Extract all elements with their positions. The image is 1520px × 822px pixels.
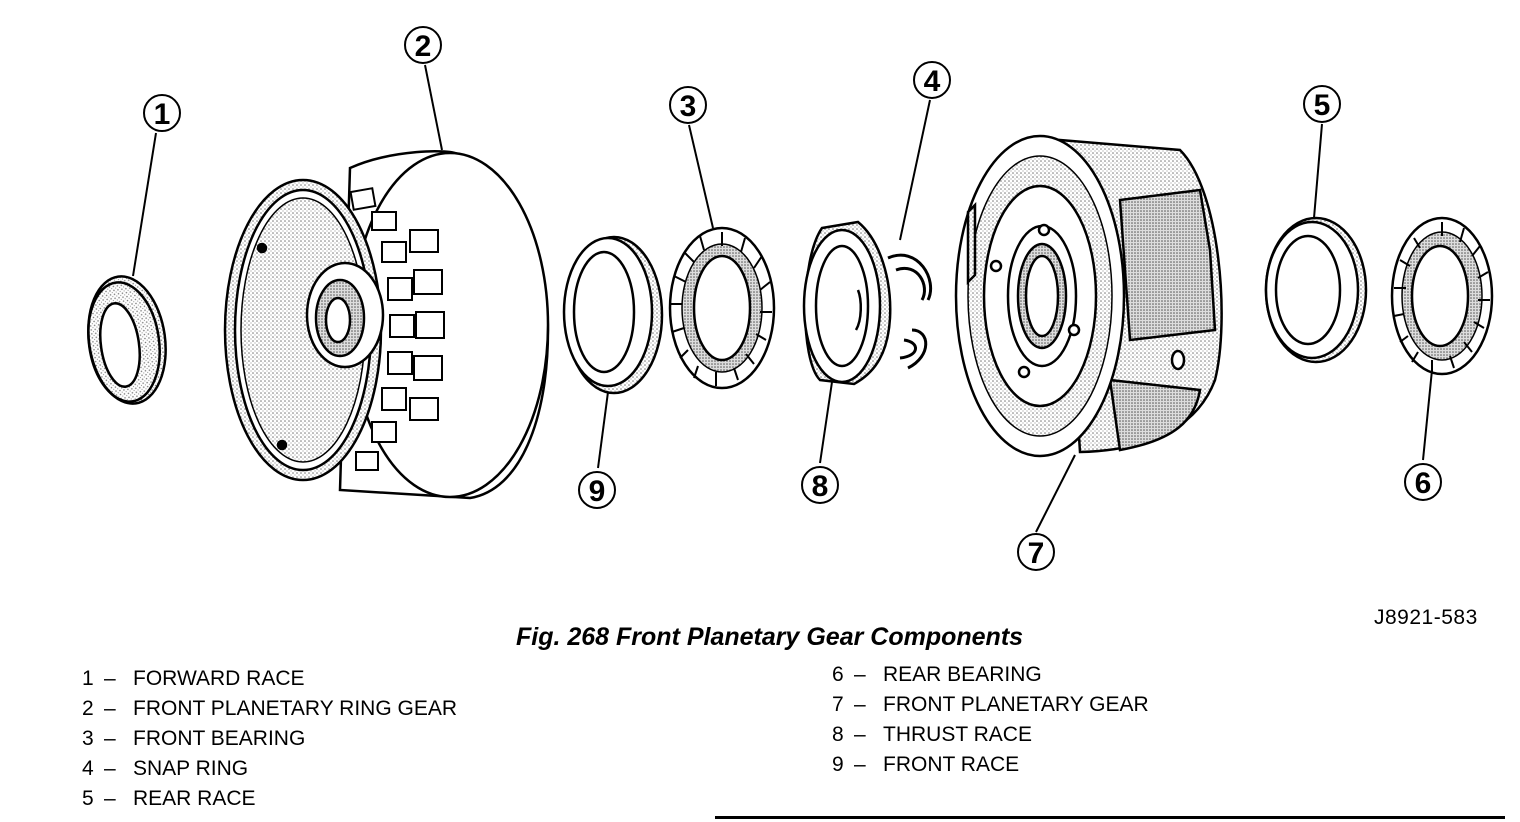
part-forward-race: [87, 275, 167, 405]
callout-1: 1: [143, 94, 181, 132]
callout-2: 2: [404, 26, 442, 64]
legend-item: 7–FRONT PLANETARY GEAR: [832, 690, 1149, 720]
svg-text:5: 5: [1314, 89, 1331, 122]
legend-left-column: 1–FORWARD RACE 2–FRONT PLANETARY RING GE…: [82, 664, 457, 814]
callout-6: 6: [1404, 463, 1442, 501]
callout-5: 5: [1303, 85, 1341, 123]
legend-item: 3–FRONT BEARING: [82, 724, 457, 754]
legend-item: 1–FORWARD RACE: [82, 664, 457, 694]
leader-lines: [132, 64, 1433, 533]
part-front-race: [562, 235, 664, 395]
svg-text:9: 9: [589, 475, 606, 508]
legend-label: FRONT RACE: [883, 753, 1020, 776]
legend-item: 8–THRUST RACE: [832, 720, 1149, 750]
svg-text:8: 8: [812, 470, 829, 503]
callout-4: 4: [913, 61, 951, 99]
part-front-bearing: [668, 226, 776, 390]
bottom-rule: [715, 816, 1505, 819]
part-thrust-race: [802, 220, 892, 386]
callout-9: 9: [578, 471, 616, 509]
legend-item: 6–REAR BEARING: [832, 660, 1149, 690]
legend-item: 9–FRONT RACE: [832, 750, 1149, 780]
legend-right-column: 6–REAR BEARING 7–FRONT PLANETARY GEAR 8–…: [832, 660, 1149, 780]
svg-text:2: 2: [415, 30, 432, 63]
svg-text:3: 3: [680, 90, 697, 123]
part-rear-race: [1264, 216, 1368, 364]
callout-8: 8: [801, 466, 839, 504]
svg-text:1: 1: [154, 98, 171, 131]
part-front-planetary-gear: [954, 134, 1223, 458]
legend-item: 5–REAR RACE: [82, 784, 457, 814]
legend-item: 2–FRONT PLANETARY RING GEAR: [82, 694, 457, 724]
svg-text:4: 4: [924, 65, 941, 98]
legend-label: FORWARD RACE: [133, 667, 305, 690]
svg-text:7: 7: [1028, 537, 1045, 570]
callout-7: 7: [1017, 533, 1055, 571]
figure-id-code: J8921-583: [1374, 606, 1478, 629]
part-rear-bearing: [1390, 216, 1494, 376]
legend-label: REAR RACE: [133, 787, 256, 810]
figure-caption: Fig. 268 Front Planetary Gear Components: [516, 623, 1024, 651]
legend-label: FRONT PLANETARY RING GEAR: [133, 697, 458, 720]
callout-3: 3: [669, 86, 707, 124]
part-front-planetary-ring-gear: [223, 150, 550, 500]
legend-label: SNAP RING: [133, 757, 249, 780]
part-snap-ring: [887, 253, 933, 370]
legend-label: FRONT BEARING: [133, 727, 306, 750]
legend-label: THRUST RACE: [883, 723, 1032, 746]
legend-label: FRONT PLANETARY GEAR: [883, 693, 1149, 716]
svg-text:6: 6: [1415, 467, 1432, 500]
legend-item: 4–SNAP RING: [82, 754, 457, 784]
legend-label: REAR BEARING: [883, 663, 1042, 686]
